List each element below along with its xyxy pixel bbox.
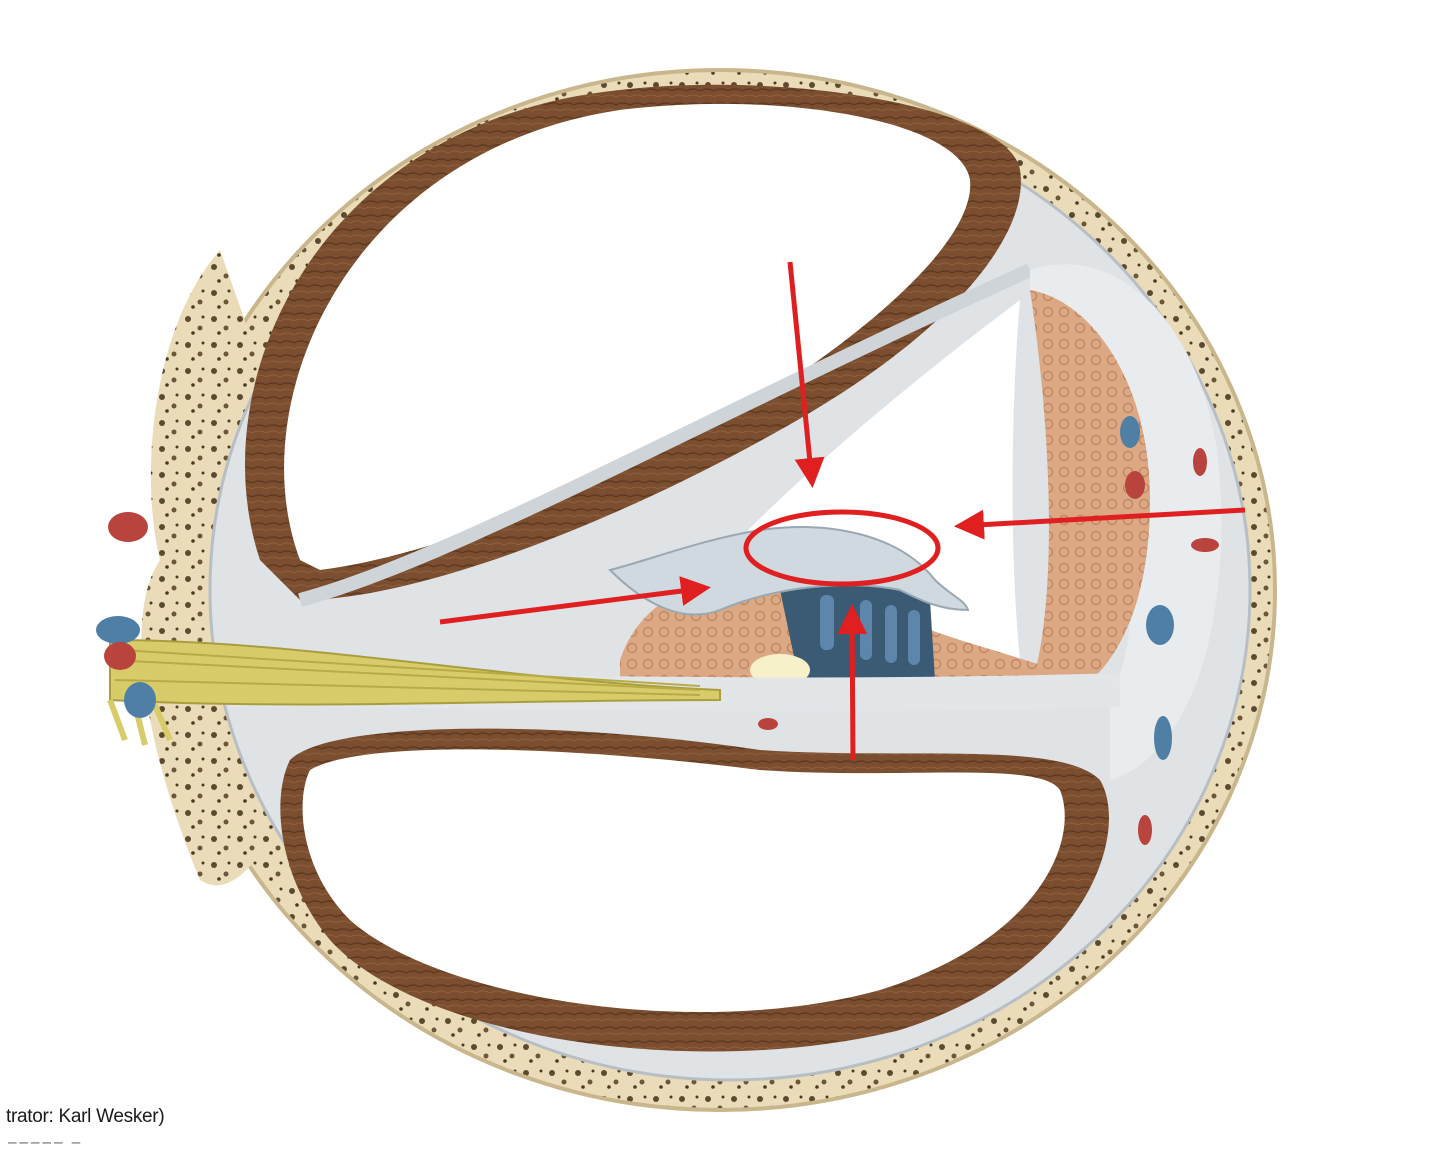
vessel-vein-right-3	[1154, 716, 1172, 760]
vessel-artery-left-2	[104, 642, 136, 670]
credit-trailing-smudge: ▁ ▁ ▁ ▁ ▁ ▁	[8, 1132, 81, 1144]
vessel-artery-right-3	[1191, 538, 1219, 552]
vessel-artery-mid	[758, 718, 778, 730]
reissner-membrane	[298, 263, 1033, 607]
outer-hair-cell-2	[885, 605, 897, 663]
vessel-artery-right-1	[1125, 471, 1145, 499]
nerve-bundle	[109, 638, 721, 706]
arrow-right	[439, 576, 711, 625]
scala-vestibuli	[245, 84, 1021, 600]
arrow-down	[787, 261, 825, 488]
scala-tympani	[280, 728, 1109, 1052]
spiral-ligament	[1030, 264, 1222, 780]
outer-hair-cell-3	[908, 610, 920, 665]
vessel-vein-left-1	[96, 616, 140, 644]
scala-vestibuli-lumen	[284, 103, 971, 570]
blood-vessels	[96, 416, 1219, 845]
vessel-vein-left-2	[124, 682, 156, 718]
vessel-vein-right-2	[1146, 605, 1174, 645]
arrow-up	[837, 604, 868, 761]
stria-vascularis	[1030, 290, 1150, 690]
inner-hair-cell	[820, 595, 834, 650]
arrow-left	[954, 507, 1246, 540]
cochlear-nerve	[107, 638, 721, 746]
vessel-artery-right-2	[1193, 448, 1207, 476]
illustrator-credit: trator: Karl Wesker)	[6, 1106, 165, 1127]
scala-tympani-lumen	[302, 749, 1065, 1013]
vessel-artery-left	[108, 512, 148, 542]
vessel-vein-right-1	[1120, 416, 1140, 448]
highlight-ellipse	[743, 509, 941, 587]
outer-hair-cell-1	[860, 600, 872, 660]
nerve-fibers	[109, 649, 701, 696]
vessel-artery-right-4	[1138, 815, 1152, 845]
annotations	[439, 261, 1246, 761]
